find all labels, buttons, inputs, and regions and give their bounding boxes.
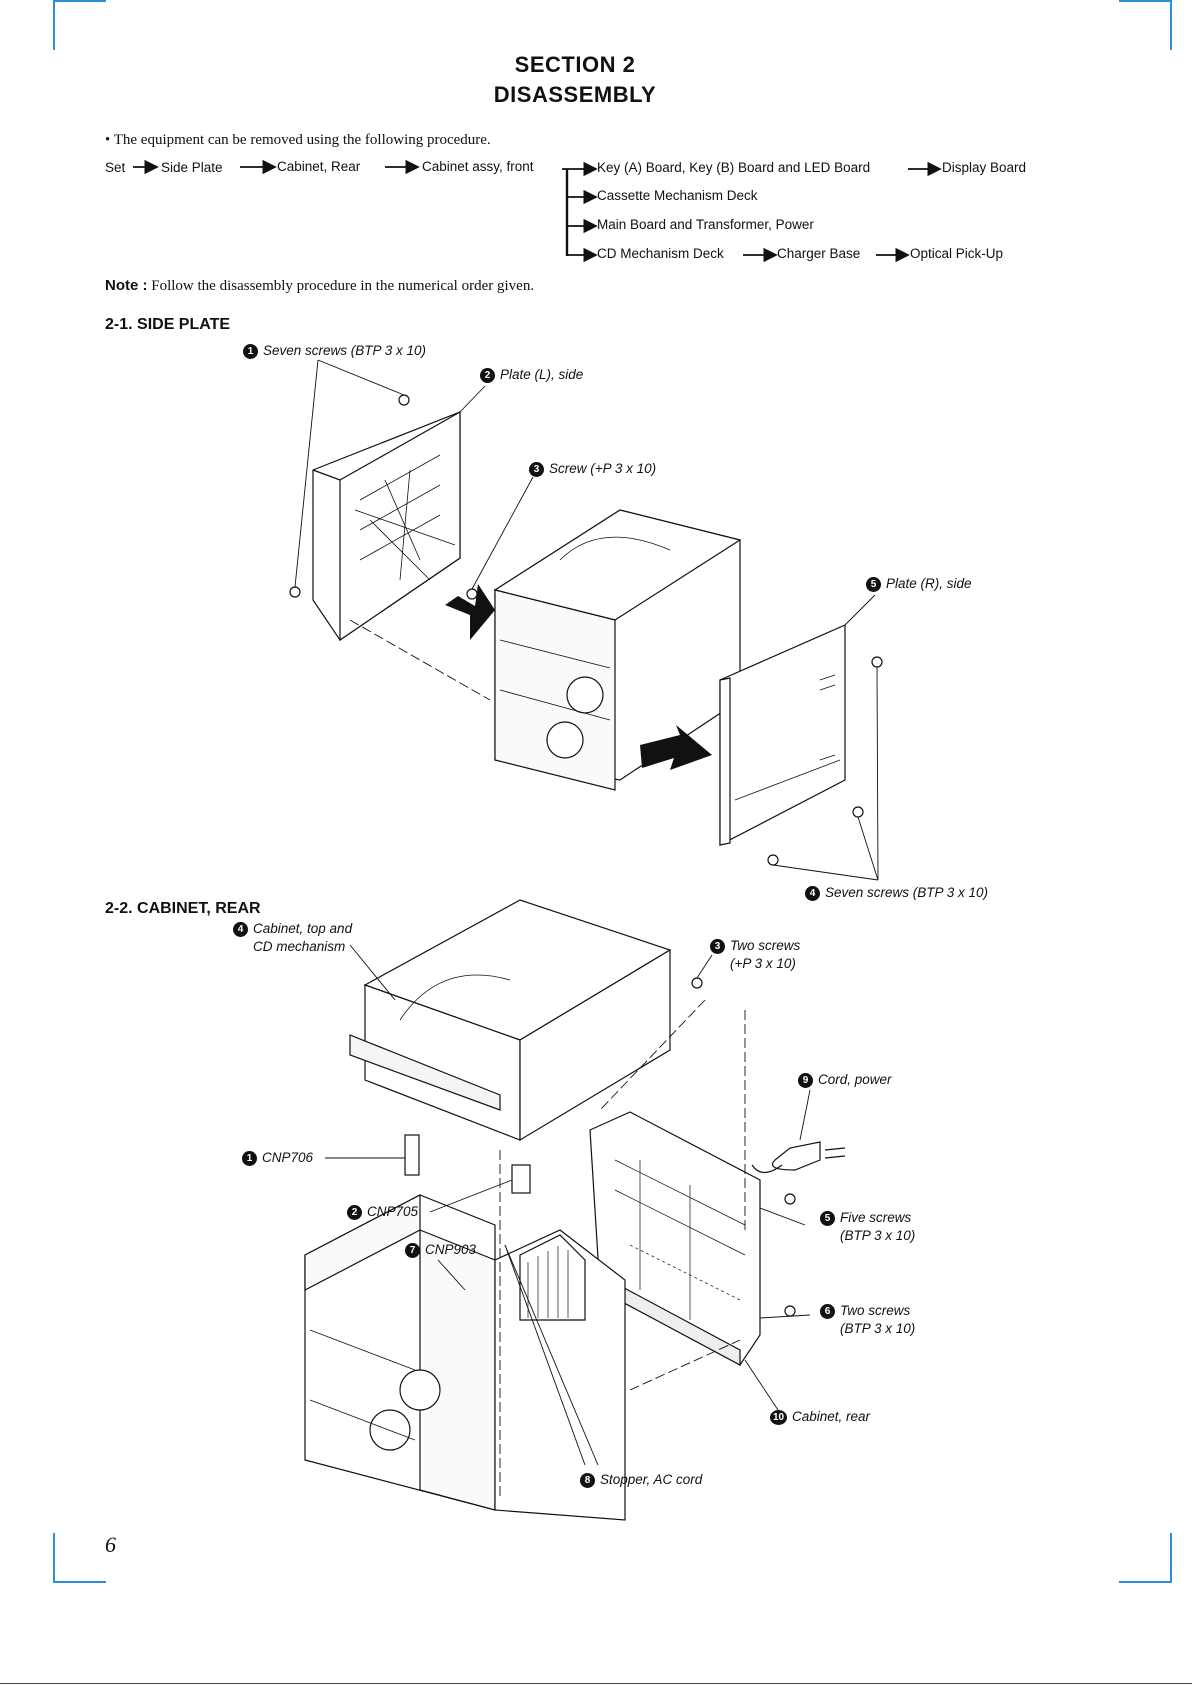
label-text: Seven screws (BTP 3 x 10) [825, 885, 989, 900]
crop-mark-top-left [53, 0, 108, 50]
label-cabinet-rear: 10 Cabinet, rear [770, 1408, 870, 1426]
label-plate-l-side: 2 Plate (L), side [480, 366, 583, 384]
page-number: 6 [105, 1532, 116, 1557]
flow-display-board: Display Board [942, 160, 1027, 175]
callout-2-icon: 2 [347, 1205, 362, 1220]
page-bottom-rule [0, 1683, 1192, 1684]
callout-4-icon: 4 [805, 886, 820, 901]
callout-9-icon: 9 [798, 1073, 813, 1088]
label-five-screws: 5 Five screws (BTP 3 x 10) [820, 1209, 915, 1245]
label-text: Cord, power [818, 1072, 892, 1087]
callout-8-icon: 8 [580, 1473, 595, 1488]
label-text: CNP705 [367, 1204, 419, 1219]
crop-mark-bottom-left [53, 1533, 108, 1583]
label-text: Cabinet, rear [792, 1409, 871, 1424]
callout-5-icon: 5 [820, 1211, 835, 1226]
note-label: Note : [105, 277, 148, 294]
note: Note : Follow the disassembly procedure … [105, 277, 534, 295]
label-text: Five screws [840, 1210, 912, 1225]
crop-mark-top-right [1117, 0, 1172, 50]
label-text: Plate (R), side [886, 576, 972, 591]
label-text: CNP903 [425, 1242, 477, 1257]
label-cnp903: 7 CNP903 [405, 1241, 476, 1259]
label-cnp706: 1 CNP706 [242, 1149, 313, 1167]
callout-6-icon: 6 [820, 1304, 835, 1319]
label-two-screws-p: 3 Two screws (+P 3 x 10) [710, 937, 800, 973]
flow-key-boards: Key (A) Board, Key (B) Board and LED Boa… [597, 160, 871, 175]
label-text: Stopper, AC cord [600, 1472, 703, 1487]
label-cord-power: 9 Cord, power [798, 1071, 892, 1089]
flow-side-plate: Side Plate [161, 160, 223, 175]
callout-1-icon: 1 [242, 1151, 257, 1166]
callout-7-icon: 7 [405, 1243, 420, 1258]
intro-text: • The equipment can be removed using the… [105, 132, 491, 148]
label-text: CNP706 [262, 1150, 314, 1165]
flow-charger-base: Charger Base [777, 246, 861, 261]
note-text: Follow the disassembly procedure in the … [151, 278, 535, 294]
callout-4-icon: 4 [233, 922, 248, 937]
section-number: SECTION 2 [514, 52, 636, 77]
label-text: Cabinet, top and [253, 921, 353, 936]
label-stopper-ac-cord: 8 Stopper, AC cord [580, 1471, 702, 1489]
flow-cd-deck: CD Mechanism Deck [597, 246, 724, 261]
callout-10-icon: 10 [770, 1410, 787, 1425]
section-title: DISASSEMBLY [493, 82, 657, 107]
procedure-flow-arrows [133, 159, 942, 263]
label-cabinet-top: 4 Cabinet, top and CD mechanism [233, 920, 352, 956]
label-text: Seven screws (BTP 3 x 10) [263, 343, 427, 358]
label-two-screws-btp: 6 Two screws (BTP 3 x 10) [820, 1302, 915, 1338]
label-text: Two screws [840, 1303, 911, 1318]
heading-side-plate: 2-1. SIDE PLATE [105, 316, 231, 333]
label-text: Two screws [730, 938, 801, 953]
label-text-line2: (BTP 3 x 10) [840, 1228, 916, 1243]
callout-5-icon: 5 [866, 577, 881, 592]
label-plate-r-side: 5 Plate (R), side [866, 575, 972, 593]
crop-mark-bottom-right [1117, 1533, 1172, 1583]
label-seven-screws-4: 4 Seven screws (BTP 3 x 10) [805, 884, 988, 902]
label-text-line2: CD mechanism [253, 939, 346, 954]
callout-2-icon: 2 [480, 368, 495, 383]
label-text-line2: (+P 3 x 10) [730, 956, 796, 971]
callout-1-icon: 1 [243, 344, 258, 359]
label-screw-p3x10: 3 Screw (+P 3 x 10) [529, 460, 656, 478]
flow-main-board: Main Board and Transformer, Power [597, 217, 814, 232]
flow-set: Set [105, 160, 126, 175]
label-text: Screw (+P 3 x 10) [549, 461, 657, 476]
label-text: Plate (L), side [500, 367, 584, 382]
flow-cabinet-rear: Cabinet, Rear [277, 159, 361, 174]
label-text-line2: (BTP 3 x 10) [840, 1321, 916, 1336]
flow-cabinet-front: Cabinet assy, front [422, 159, 534, 174]
callout-3-icon: 3 [710, 939, 725, 954]
flow-optical-pickup: Optical Pick-Up [910, 246, 1004, 261]
callout-3-icon: 3 [529, 462, 544, 477]
flow-cassette-deck: Cassette Mechanism Deck [597, 188, 758, 203]
heading-cabinet-rear: 2-2. CABINET, REAR [105, 900, 261, 917]
label-seven-screws-1: 1 Seven screws (BTP 3 x 10) [243, 342, 426, 360]
label-cnp705: 2 CNP705 [347, 1203, 418, 1221]
